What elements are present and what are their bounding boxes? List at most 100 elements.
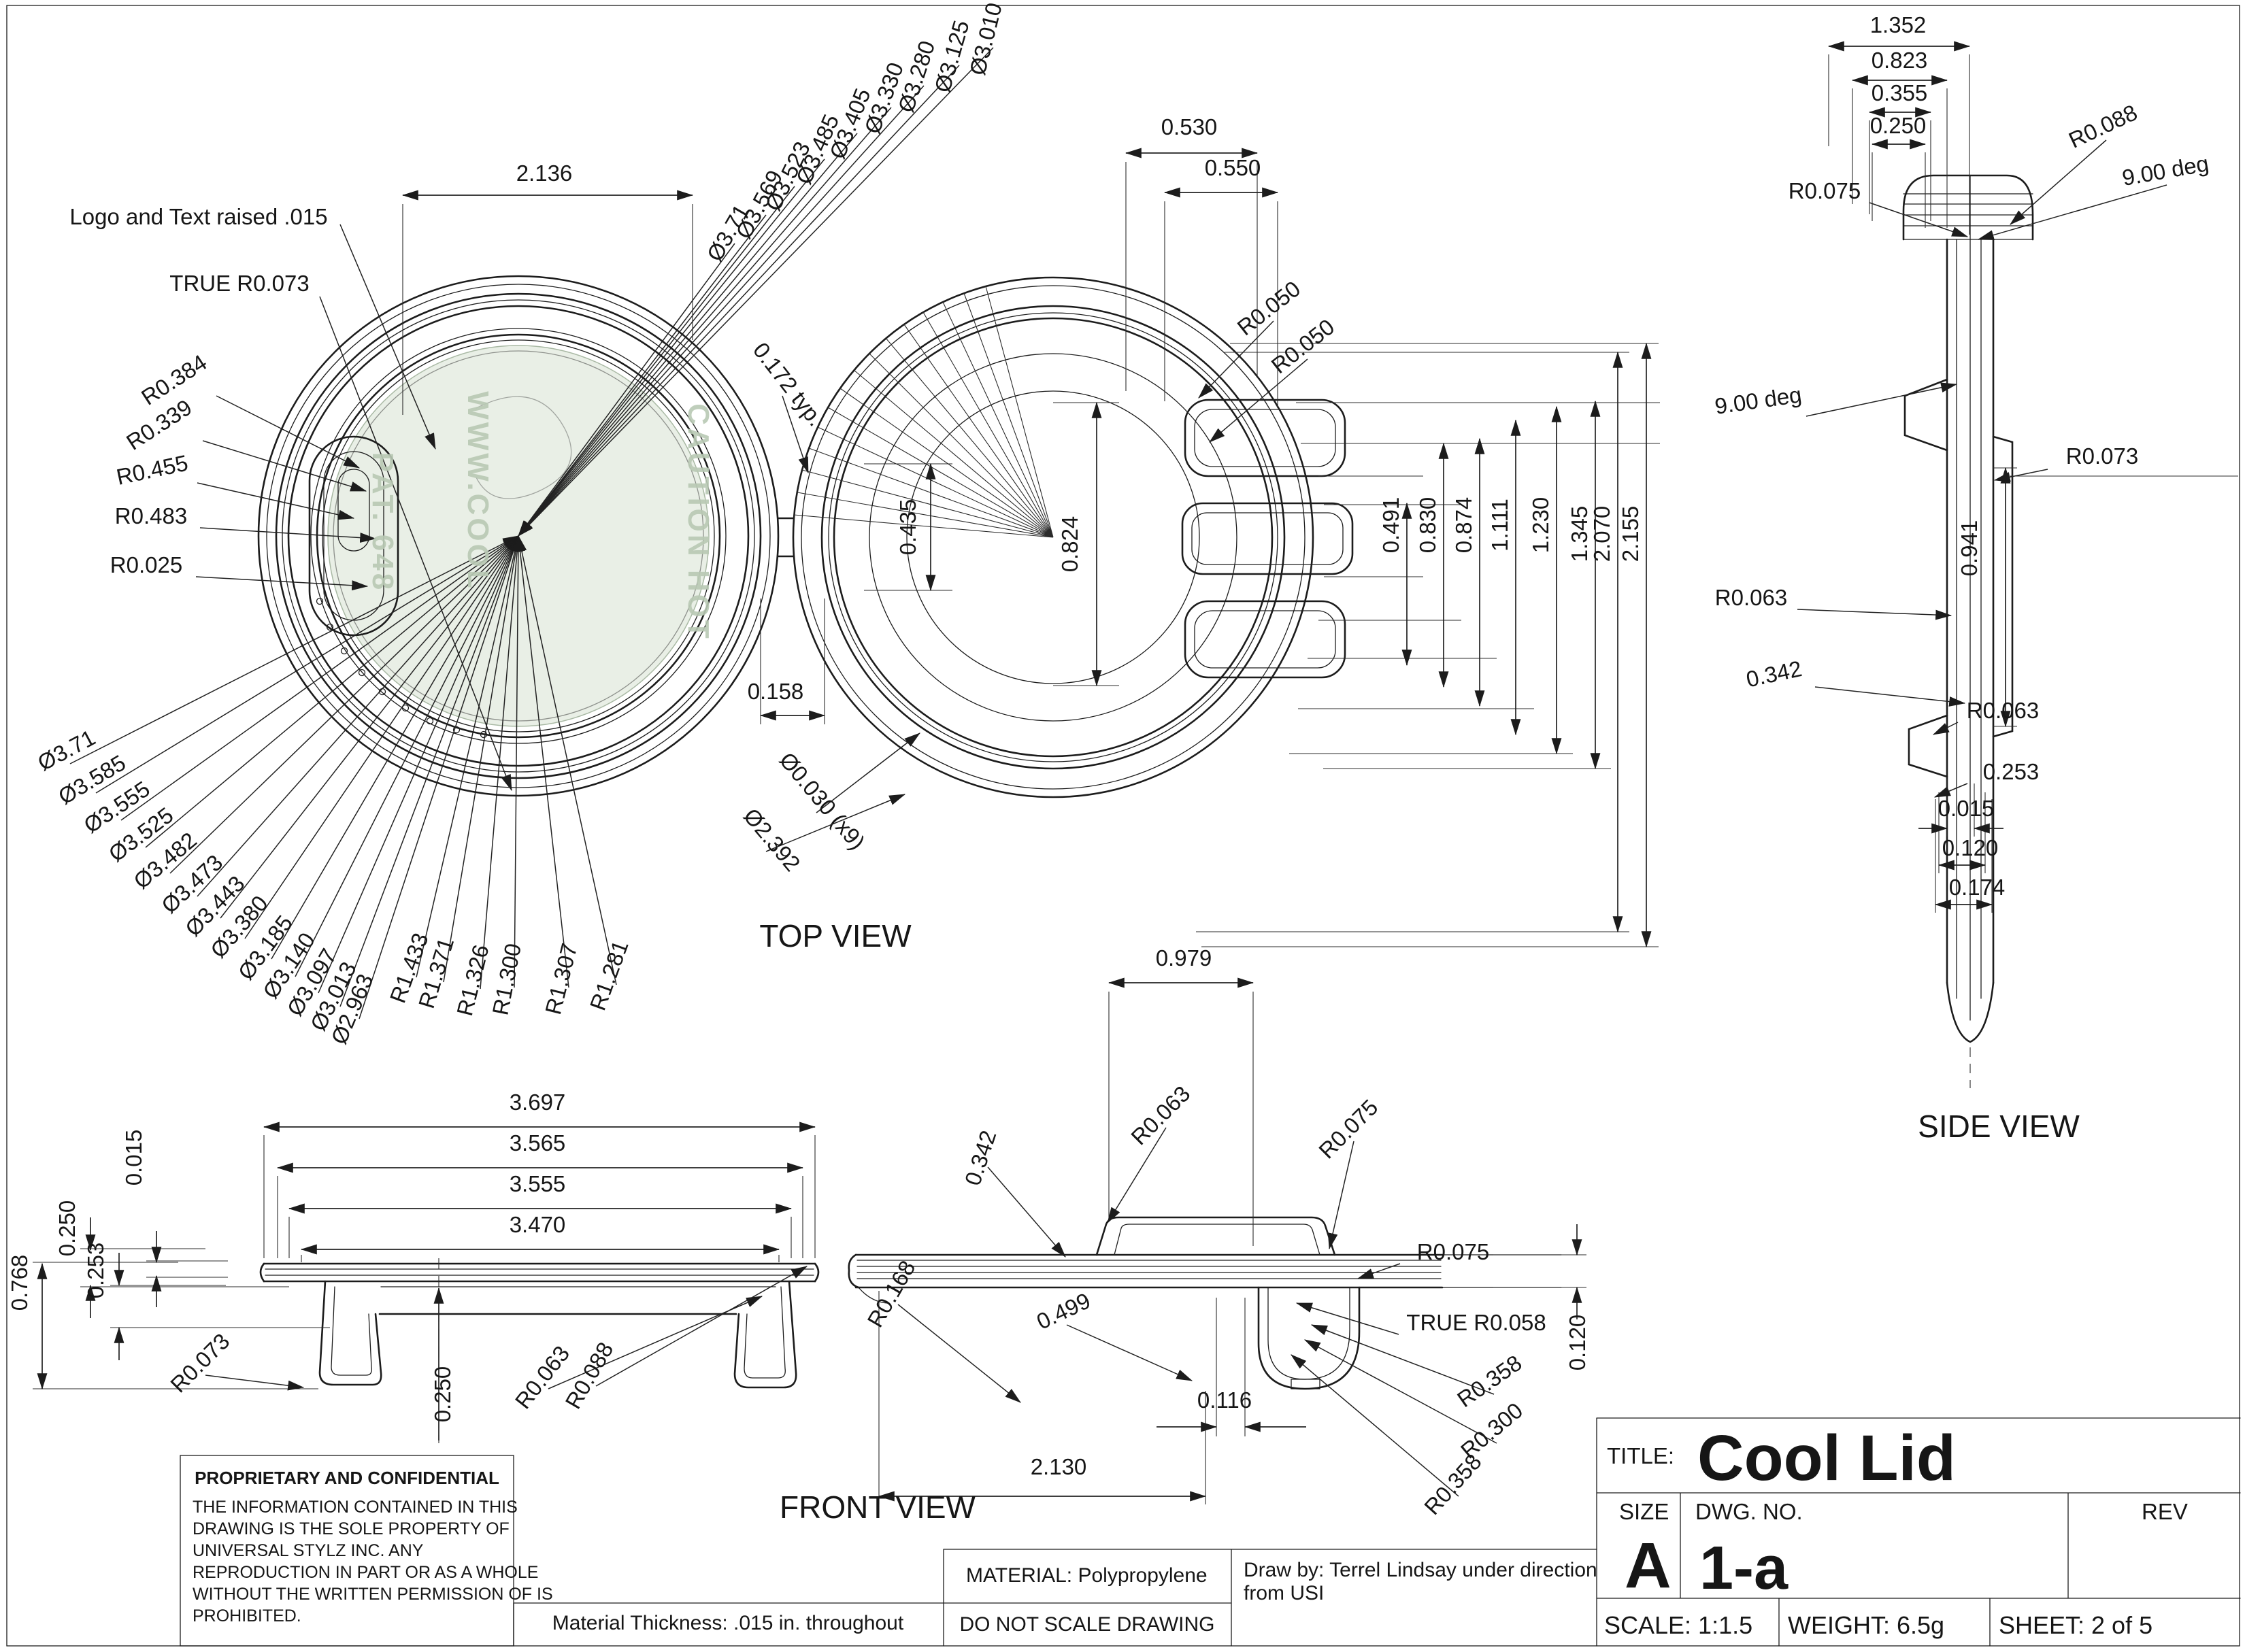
leader-line bbox=[319, 296, 512, 792]
leader-line bbox=[518, 158, 825, 537]
front-right-foot bbox=[733, 1280, 797, 1389]
dimension-label: R0.063 bbox=[1967, 698, 2039, 723]
dimension-label: R0.088 bbox=[2065, 99, 2141, 153]
leader-line bbox=[765, 794, 906, 852]
dimension-label: 0.250 bbox=[54, 1200, 80, 1257]
size-value: A bbox=[1625, 1530, 1672, 1602]
side-view-label: SIDE VIEW bbox=[1918, 1109, 2080, 1144]
material-note: MATERIAL: Polypropylene bbox=[966, 1564, 1208, 1587]
leader-line bbox=[518, 243, 735, 537]
proprietary-line: UNIVERSAL STYLZ INC. ANY bbox=[193, 1541, 424, 1560]
leader-line bbox=[480, 535, 522, 990]
dimension-label: 0.172 typ. bbox=[748, 337, 829, 431]
dimension-label: 0.830 bbox=[1415, 497, 1440, 554]
leader-line bbox=[1814, 686, 1966, 707]
leader-line bbox=[1797, 609, 1952, 620]
dimension-label: 3.565 bbox=[510, 1130, 566, 1156]
leader-line bbox=[1993, 469, 2048, 482]
leader-line bbox=[295, 535, 519, 977]
leader-line bbox=[205, 1375, 305, 1391]
leader-line bbox=[69, 535, 520, 764]
dimension-label: R0.088 bbox=[560, 1338, 618, 1413]
leader-line bbox=[1295, 1302, 1399, 1335]
dimension-label: 9.00 deg bbox=[1713, 382, 1803, 419]
dimension-label: 0.530 bbox=[1161, 114, 1218, 139]
dimension-label: R0.063 bbox=[1126, 1081, 1195, 1149]
dimension-label: 0.174 bbox=[1949, 875, 2006, 900]
extension-lines-top bbox=[402, 162, 1660, 947]
draw-by-note-line2: from USI bbox=[1244, 1582, 1324, 1604]
dimension-label: R0.075 bbox=[1314, 1094, 1382, 1163]
seal-bump bbox=[1095, 1216, 1336, 1256]
proprietary-line: PROHIBITED. bbox=[193, 1606, 301, 1625]
bridge bbox=[777, 517, 795, 558]
dimension-label: R0.073 bbox=[165, 1328, 234, 1397]
proprietary-line: DRAWING IS THE SOLE PROPERTY OF bbox=[193, 1519, 510, 1538]
leader-line bbox=[199, 527, 377, 543]
leader-line bbox=[518, 85, 925, 537]
slot-bottom bbox=[1184, 600, 1346, 679]
title-label: TITLE: bbox=[1607, 1443, 1674, 1468]
leader-line bbox=[518, 65, 960, 537]
leader-line bbox=[1357, 1263, 1401, 1279]
leader-line bbox=[1198, 320, 1274, 399]
leader-line bbox=[1303, 1339, 1497, 1444]
leader-line bbox=[987, 1166, 1066, 1258]
dimension-label: R0.483 bbox=[115, 503, 187, 528]
dimension-label: R1.281 bbox=[585, 937, 633, 1014]
leader-line bbox=[1327, 1141, 1354, 1250]
slot-top bbox=[1184, 399, 1346, 477]
dimension-label: 2.070 bbox=[1589, 506, 1614, 562]
leader-line bbox=[1806, 382, 1958, 417]
sheet-value: SHEET: 2 of 5 bbox=[1999, 1611, 2152, 1639]
proprietary-title: PROPRIETARY AND CONFIDENTIAL bbox=[195, 1468, 499, 1488]
dimension-label: Ø3.010 bbox=[965, 0, 1007, 78]
dimension-label: R1.300 bbox=[487, 941, 526, 1017]
size-label: SIZE bbox=[1619, 1499, 1669, 1524]
leader-line bbox=[359, 535, 519, 1019]
dimension-label: 3.470 bbox=[510, 1212, 566, 1237]
leader-line bbox=[1977, 184, 2167, 240]
leader-line bbox=[197, 482, 355, 520]
leader-line bbox=[782, 395, 809, 474]
bottom-cells: Material Thickness: .015 in. throughout … bbox=[513, 1549, 1597, 1647]
dimension-label: R0.025 bbox=[110, 552, 182, 577]
leader-line bbox=[220, 535, 519, 919]
side-view-profile bbox=[1902, 174, 2034, 1088]
dimension-label: 1.352 bbox=[1870, 12, 1927, 37]
dimension-label: R0.168 bbox=[862, 1256, 920, 1332]
front-view-lid-plate bbox=[259, 1258, 820, 1443]
leader-line bbox=[416, 535, 520, 978]
slot-middle bbox=[1181, 502, 1354, 575]
side-flange bbox=[1992, 435, 2014, 738]
leader-line bbox=[339, 224, 436, 450]
leader-line bbox=[518, 214, 767, 537]
dimension-label: 1.111 bbox=[1487, 499, 1512, 552]
leader-line bbox=[318, 535, 519, 994]
embossed-text: CAUTION HOT bbox=[682, 403, 715, 641]
dimension-label: TRUE R0.058 bbox=[1406, 1310, 1546, 1335]
logo-swirl bbox=[476, 396, 572, 499]
dimension-label: Ø0.030 (x9) bbox=[775, 747, 870, 854]
leader-line bbox=[518, 107, 892, 537]
dimension-label: 0.342 bbox=[960, 1127, 1001, 1188]
do-not-scale-note: DO NOT SCALE DRAWING bbox=[959, 1613, 1214, 1636]
leader-line bbox=[518, 47, 994, 537]
leader-line bbox=[2010, 139, 2107, 225]
dimension-label: 0.550 bbox=[1205, 155, 1261, 180]
dimension-label: TRUE R0.073 bbox=[169, 271, 309, 296]
leader-line bbox=[515, 535, 569, 988]
dimension-label: 0.250 bbox=[430, 1366, 455, 1423]
extension-lines-front bbox=[33, 992, 1586, 1504]
dwg-no-value: 1-a bbox=[1699, 1534, 1789, 1602]
proprietary-line: THE INFORMATION CONTAINED IN THIS bbox=[193, 1498, 518, 1517]
dimension-label: R0.063 bbox=[1715, 585, 1787, 610]
leader-line bbox=[1066, 1324, 1193, 1381]
dimension-label: R0.455 bbox=[114, 450, 190, 490]
sheet-border bbox=[6, 5, 2240, 1647]
leader-line bbox=[216, 395, 361, 469]
embossed-text: PAT. 648 bbox=[366, 452, 399, 592]
